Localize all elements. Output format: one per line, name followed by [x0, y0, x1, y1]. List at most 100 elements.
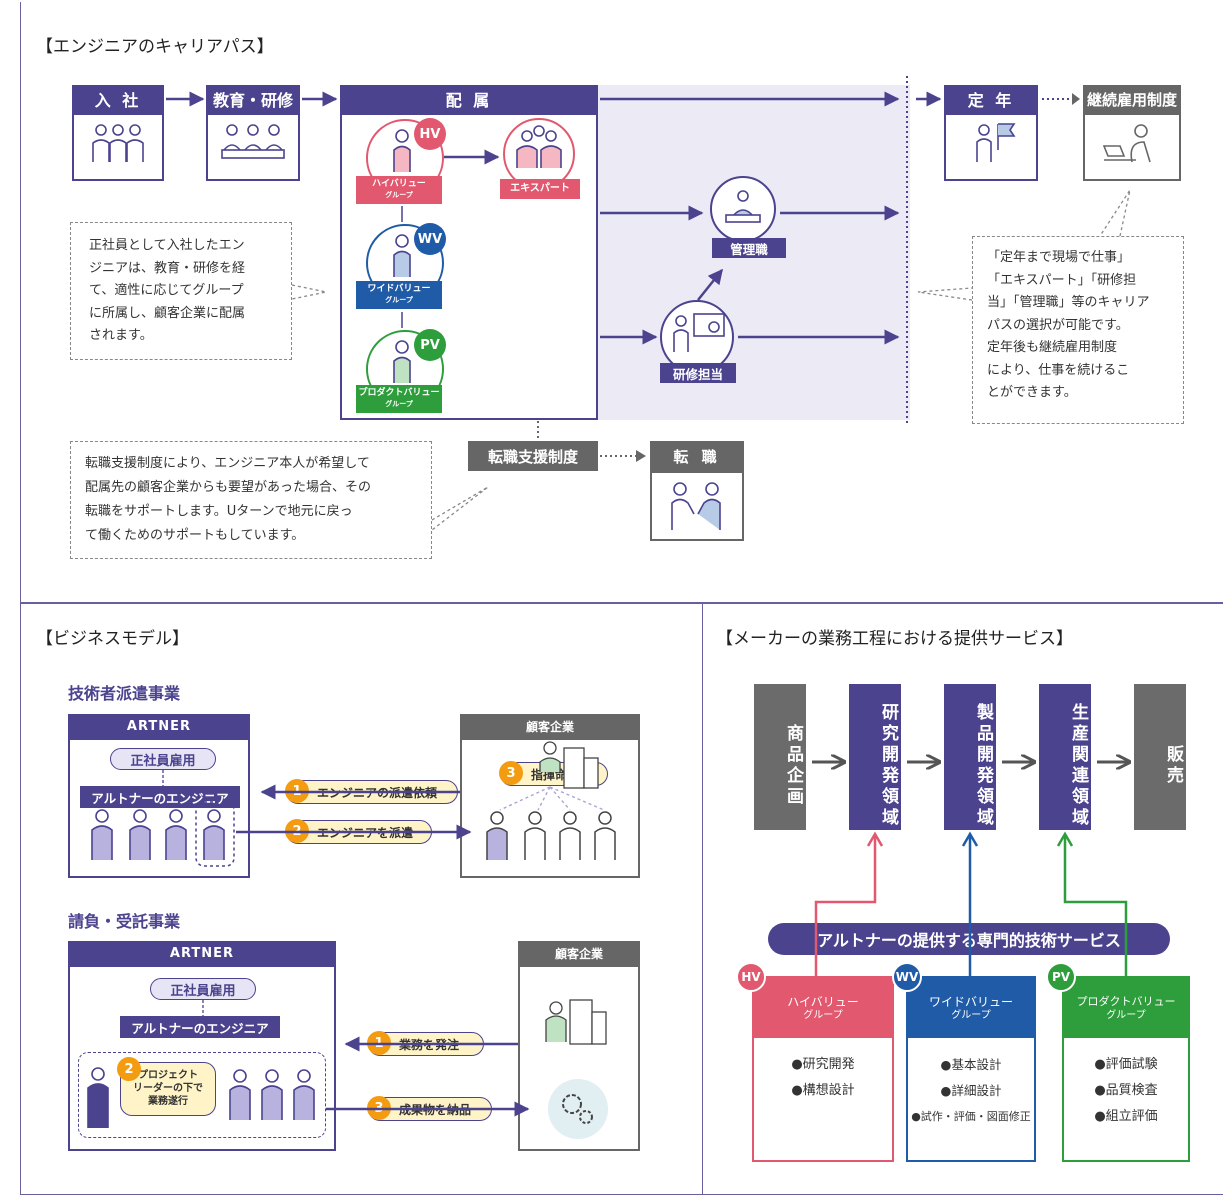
group-wv-badge: WV — [892, 962, 922, 992]
client-people-icons — [486, 811, 616, 860]
rehire-heading: 継続雇用制度 — [1083, 85, 1181, 113]
hv-tag-label: ハイバリュー — [372, 179, 426, 189]
contract-team-frame — [78, 1052, 326, 1138]
group-wv-items: ●基本設計 ●詳細設計 ●試作・評価・図面修正 — [908, 1038, 1034, 1130]
group-pv-badge: PV — [1046, 962, 1076, 992]
career-arrows — [166, 91, 942, 345]
retire-heading: 定 年 — [944, 85, 1038, 113]
pv-badge: PV — [414, 329, 446, 361]
note-bottom: 転職支援制度により、エンジニア本人が希望して 配属先の顧客企業からも要望があった… — [70, 441, 432, 559]
dispatch-arrows — [236, 784, 530, 1117]
dispatch-step3-num: 3 — [499, 761, 523, 785]
pv-tag-sub: グループ — [385, 400, 413, 408]
contract-engineer-icons — [87, 1067, 315, 1128]
group-hv-head: ハイバリューグループ — [754, 978, 892, 1038]
wv-badge: WV — [414, 223, 446, 255]
group-wv-head: ワイドバリューグループ — [908, 978, 1034, 1038]
retire-flag-icon — [976, 123, 1016, 162]
wv-tag: ワイドバリューグループ — [356, 281, 442, 309]
career-section-frame — [20, 2, 1223, 603]
group-pv-head: プロダクトバリューグループ — [1064, 978, 1188, 1038]
wv-tag-label: ワイドバリュー — [367, 284, 431, 294]
group-pv-items: ●評価試験 ●品質検査 ●組立評価 — [1064, 1038, 1188, 1130]
pv-tag-label: プロダクトバリュー — [358, 388, 440, 398]
career-title: 【エンジニアのキャリアパス】 — [36, 37, 274, 57]
join-heading: 入 社 — [72, 85, 164, 113]
training-heading: 教育・研修 — [206, 85, 300, 113]
expert-tag: エキスパート — [500, 179, 580, 199]
dispatch-engineer-icons — [91, 809, 225, 860]
training-people-icon — [221, 124, 285, 159]
wv-tag-sub: グループ — [385, 296, 413, 304]
group-wv-item: ●試作・評価・図面修正 — [911, 1110, 1031, 1123]
group-hv-badge: HV — [736, 962, 766, 992]
business-section-frame — [20, 603, 702, 1195]
expert-people-icon — [516, 125, 562, 168]
trainer-tag: 研修担当 — [660, 363, 736, 383]
services-section-frame — [702, 603, 1223, 1195]
contract-employment: 正社員雇用 — [150, 978, 256, 1000]
manager-person-icon — [725, 190, 761, 223]
dispatch-employment: 正社員雇用 — [110, 748, 216, 770]
note-pointers — [291, 189, 1131, 531]
group-wv-item: ●基本設計 — [940, 1057, 1002, 1072]
group-pv-item: ●組立評価 — [1094, 1109, 1158, 1124]
group-wv-name: ワイドバリュー — [928, 995, 1013, 1009]
dispatch-company-heading: ARTNER — [68, 714, 250, 738]
note-right: 「定年まで現場で仕事」 「エキスパート」「研修担 当」「管理職」等のキャリア パ… — [972, 236, 1184, 424]
note-left: 正社員として入社したエン ジニアは、教育・研修を経 て、適性に応じてグループ に… — [70, 222, 292, 360]
trainer-icon — [673, 313, 725, 352]
contract-step2-num: 2 — [117, 1057, 141, 1081]
rehire-desk-icon — [1102, 124, 1151, 163]
dispatch-heading: 技術者派遣事業 — [68, 684, 181, 703]
group-pv: プロダクトバリューグループ ●評価試験 ●品質検査 ●組立評価 — [1062, 976, 1190, 1162]
dispatch-client-heading: 顧客企業 — [460, 714, 640, 738]
transfer-box — [650, 471, 744, 541]
dotted-links — [537, 76, 1072, 457]
hv-tag-sub: グループ — [385, 191, 413, 199]
group-wv: ワイドバリューグループ ●基本設計 ●詳細設計 ●試作・評価・図面修正 — [906, 976, 1036, 1162]
transfer-support-heading: 転職支援制度 — [468, 441, 598, 471]
services-title: 【メーカーの業務工程における提供サービス】 — [716, 629, 1073, 649]
hv-tag: ハイバリューグループ — [356, 176, 442, 204]
group-hv-items: ●研究開発●構想設計 — [754, 1038, 892, 1104]
contract-engineers: アルトナーのエンジニア — [120, 1016, 280, 1038]
hv-person-icon — [393, 129, 411, 172]
transfer-handshake-icon — [671, 482, 721, 530]
contract-building-icon — [545, 999, 607, 1045]
business-connectors — [162, 770, 204, 1016]
group-pv-sub: グループ — [1106, 1010, 1146, 1021]
contract-client-heading: 顧客企業 — [518, 941, 640, 965]
group-wv-item: ●詳細設計 — [940, 1083, 1002, 1098]
pv-person-icon — [393, 340, 411, 383]
transfer-heading: 転 職 — [650, 441, 744, 471]
support-arrows — [814, 831, 1128, 976]
training-box — [206, 113, 300, 181]
business-title: 【ビジネスモデル】 — [36, 629, 189, 649]
contract-step2-label: プロジェクト リーダーの下で 業務遂行 — [133, 1070, 203, 1107]
wv-person-icon — [393, 234, 411, 277]
hv-badge: HV — [414, 118, 446, 150]
group-hv-item: ●構想設計 — [791, 1083, 855, 1098]
dot-arrow-rehire — [1072, 93, 1080, 105]
stage-sales: 販売 — [1134, 684, 1186, 830]
group-hv-sub: グループ — [803, 1010, 843, 1021]
group-pv-item: ●品質検査 — [1094, 1083, 1158, 1098]
assign-heading: 配 属 — [340, 85, 598, 113]
group-pv-item: ●評価試験 — [1094, 1057, 1158, 1072]
join-people-icon — [92, 124, 144, 162]
contract-company-heading: ARTNER — [68, 941, 336, 965]
group-pv-name: プロダクトバリュー — [1076, 995, 1176, 1008]
rehire-box — [1083, 113, 1181, 181]
manager-tag: 管理職 — [712, 238, 786, 258]
group-hv: ハイバリューグループ ●研究開発●構想設計 — [752, 976, 894, 1162]
stage-planning: 商品企画 — [754, 684, 806, 830]
group-wv-sub: グループ — [951, 1010, 991, 1021]
group-hv-name: ハイバリュー — [787, 995, 859, 1009]
contract-heading: 請負・受託事業 — [68, 912, 181, 931]
pv-tag: プロダクトバリューグループ — [356, 385, 442, 413]
